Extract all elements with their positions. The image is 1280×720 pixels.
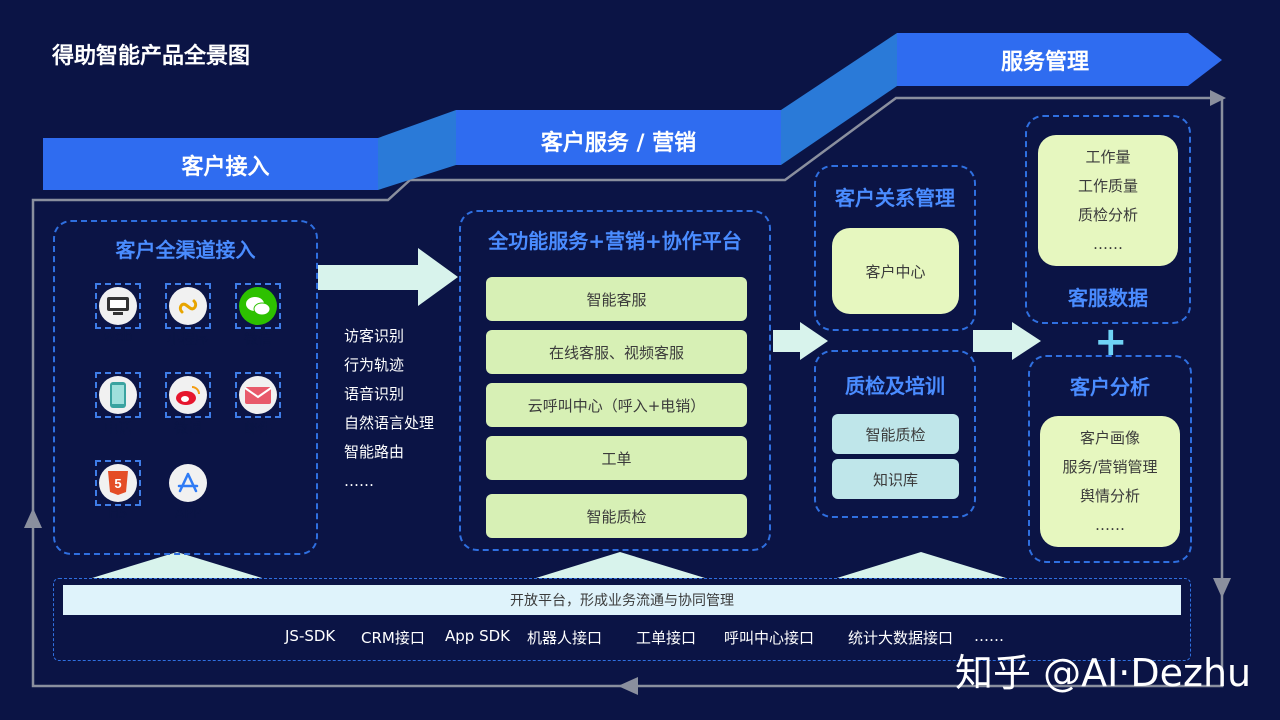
- api-item[interactable]: CRM接口: [361, 629, 425, 647]
- service-data-item: 工作质量: [1077, 177, 1138, 195]
- customer-analysis-item: ……: [1095, 516, 1125, 534]
- customer-analysis-box: [1028, 355, 1192, 563]
- flow-arrowhead-up: [24, 508, 42, 528]
- service-data-item: 质检分析: [1077, 206, 1138, 224]
- channel-web[interactable]: web: [93, 283, 143, 345]
- support-triangle-3: [837, 552, 1006, 578]
- access-box: [53, 220, 318, 555]
- customer-analysis-item: 服务/营销管理: [1062, 458, 1158, 476]
- support-triangle-1: [92, 552, 262, 578]
- channel-app[interactable]: APP: [163, 460, 213, 522]
- channel-weibo[interactable]: 微博: [163, 372, 213, 438]
- qa-item[interactable]: 知识库: [832, 459, 959, 499]
- stage-banner-access: [43, 138, 378, 190]
- qa-item[interactable]: 智能质检: [832, 414, 959, 454]
- channel-phone[interactable]: 电话: [93, 372, 143, 438]
- weibo-icon: [176, 386, 200, 405]
- crm-box: [814, 165, 976, 331]
- api-item[interactable]: ……: [974, 627, 1004, 645]
- app-store-icon: [177, 472, 199, 493]
- platform-item[interactable]: 云呼叫中心（呼入+电销）: [486, 383, 747, 427]
- channel-label: 小程序: [167, 332, 209, 348]
- stage-banner-connector-2: [781, 33, 897, 165]
- api-item[interactable]: 工单接口: [636, 629, 697, 647]
- page-title: 得助智能产品全景图: [52, 44, 251, 69]
- customer-analysis-card: 客户画像 服务/营销管理 舆情分析 ……: [1040, 416, 1180, 547]
- customer-analysis-item: 舆情分析: [1079, 487, 1140, 505]
- flow-loop-line: [31, 96, 1224, 588]
- access-title: 客户全渠道接入: [115, 238, 256, 262]
- function-item: 自然语言处理: [344, 414, 435, 432]
- mini-program-icon: [178, 299, 198, 314]
- arrow-platform-to-crm: [773, 322, 828, 360]
- api-item[interactable]: JS-SDK: [285, 627, 336, 645]
- platform-item[interactable]: 智能客服: [486, 277, 747, 321]
- crm-customer-center[interactable]: 客户中心: [832, 228, 959, 314]
- channel-label: H5: [108, 506, 128, 522]
- channel-label: 电话: [104, 421, 132, 437]
- platform-item[interactable]: 在线客服、视频客服: [486, 330, 747, 374]
- arrow-crm-to-data: [973, 322, 1041, 360]
- wechat-icon: [246, 297, 271, 316]
- open-platform-box: [53, 578, 1191, 661]
- open-platform-bar: 开放平台，形成业务流通与协同管理: [63, 585, 1181, 615]
- function-item: 访客识别: [344, 327, 405, 345]
- plus-sign: +: [1094, 319, 1128, 365]
- stage-label-management: 服务管理: [1000, 50, 1089, 75]
- service-data-item: 工作量: [1085, 148, 1131, 166]
- stage-banner-management: [897, 33, 1222, 86]
- access-function-list: 访客识别 行为轨迹 语音识别 自然语言处理 智能路由 ……: [344, 322, 434, 496]
- channel-label: web: [103, 329, 133, 345]
- mail-icon: [244, 387, 272, 404]
- qa-box: [814, 350, 976, 518]
- function-item: ……: [344, 472, 374, 490]
- flow-arrowhead-left: [618, 677, 638, 695]
- channel-mini-program[interactable]: 小程序: [163, 283, 213, 349]
- support-triangle-2: [536, 552, 705, 578]
- arrow-access-to-platform: [318, 248, 458, 306]
- function-item: 智能路由: [344, 443, 405, 461]
- customer-analysis-item: 客户画像: [1079, 429, 1140, 447]
- channel-label: APP: [174, 506, 202, 522]
- flow-arrowhead-right: [1210, 90, 1226, 106]
- channel-label: 微博: [174, 421, 202, 437]
- platform-title: 全功能服务+营销+协作平台: [488, 229, 742, 253]
- function-item: 行为轨迹: [344, 356, 405, 374]
- service-data-card: 工作量 工作质量 质检分析 ……: [1038, 135, 1178, 266]
- customer-analysis-title: 客户分析: [1070, 375, 1150, 399]
- phone-icon: [110, 382, 126, 408]
- channel-label: 微信: [244, 332, 272, 348]
- service-data-box: [1025, 115, 1191, 324]
- service-data-title: 客服数据: [1068, 286, 1148, 310]
- channel-h5[interactable]: 5 H5: [93, 460, 143, 522]
- channel-label: 邮件: [244, 421, 272, 437]
- qa-title: 质检及培训: [845, 374, 945, 398]
- api-item[interactable]: 机器人接口: [527, 629, 603, 647]
- service-data-item: ……: [1093, 235, 1123, 253]
- flow-arrowhead-down: [1213, 578, 1231, 598]
- api-item[interactable]: App SDK: [445, 627, 510, 645]
- html5-icon: 5: [108, 471, 128, 495]
- function-item: 语音识别: [344, 385, 405, 403]
- svg-text:5: 5: [114, 476, 121, 491]
- channel-mail[interactable]: 邮件: [233, 372, 283, 438]
- crm-title: 客户关系管理: [835, 186, 955, 210]
- platform-item[interactable]: 智能质检: [486, 494, 747, 538]
- stage-label-access: 客户接入: [181, 155, 270, 180]
- api-item[interactable]: 呼叫中心接口: [724, 629, 815, 647]
- web-icon: [107, 297, 129, 315]
- watermark: 知乎 @AI·Dezhu: [955, 651, 1252, 695]
- platform-item[interactable]: 工单: [486, 436, 747, 480]
- stage-banner-connector-1: [378, 110, 456, 190]
- platform-box: [459, 210, 771, 551]
- channel-wechat[interactable]: 微信: [233, 283, 283, 349]
- stage-label-service: 客户服务 / 营销: [540, 131, 697, 156]
- api-item[interactable]: 统计大数据接口: [848, 629, 954, 647]
- stage-banner-service: [456, 110, 781, 165]
